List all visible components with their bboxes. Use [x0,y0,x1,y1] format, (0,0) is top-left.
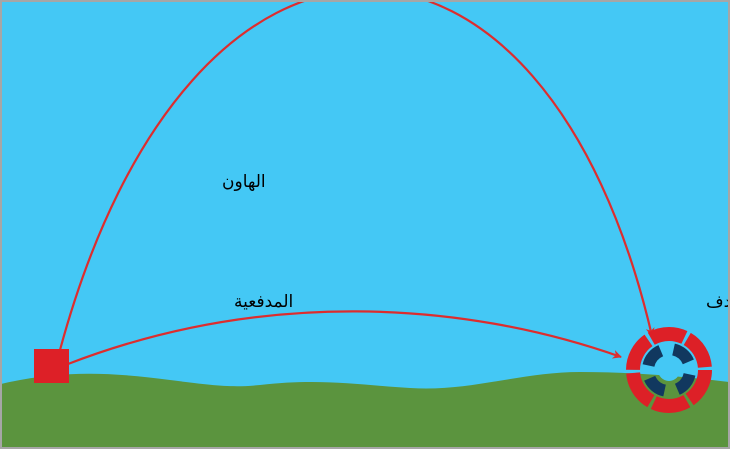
mortar-trajectory [58,0,655,351]
target-label: الهدف [706,292,730,312]
launcher-square [34,349,69,383]
artillery-trajectory [67,310,622,366]
target-icon [626,327,712,413]
artillery-label: المدفعية [234,292,293,312]
mortar-label: الهاون [222,172,266,192]
ground [1,372,729,448]
